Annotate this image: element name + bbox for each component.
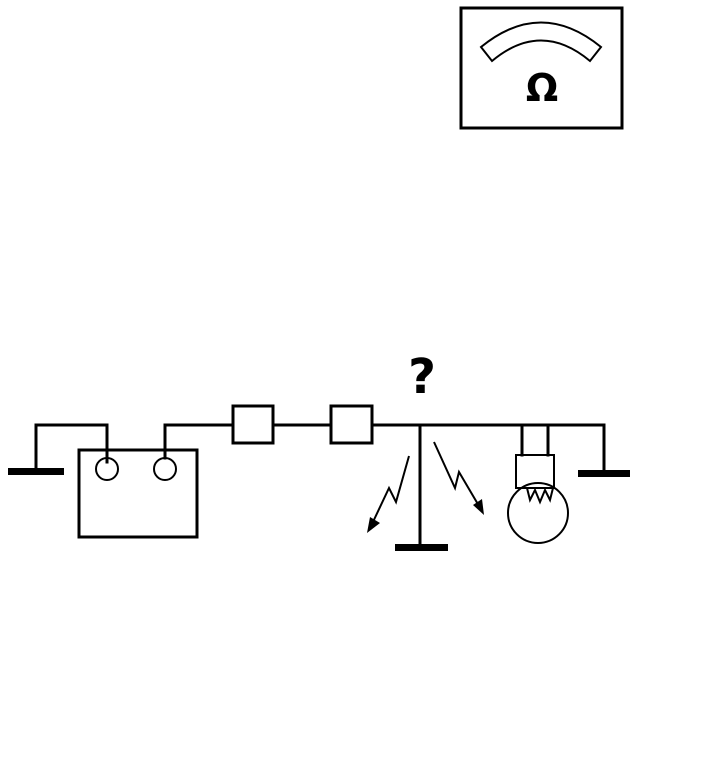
left-ground-symbol (8, 423, 109, 475)
battery-terminal-positive (153, 457, 177, 481)
battery (77, 448, 199, 539)
short-to-ground (367, 423, 484, 551)
ohmmeter-frame (459, 6, 624, 130)
battery-case (77, 448, 199, 539)
ohmmeter-scale-arc (479, 21, 603, 63)
ohm-symbol-icon: Ω (526, 66, 558, 110)
fuse-box (231, 404, 275, 445)
right-ground-symbol (578, 470, 630, 477)
lamp-filament (526, 487, 554, 505)
main-wire (163, 423, 550, 460)
lamp (507, 423, 606, 544)
ohmmeter: Ω (459, 6, 624, 130)
spark-arrow-left (371, 455, 410, 525)
switch-box (329, 404, 374, 445)
lamp-bulb (507, 482, 569, 544)
fault-question-mark: ? (408, 349, 436, 405)
spark-arrow-right (433, 441, 480, 507)
battery-terminal-negative (95, 457, 119, 481)
